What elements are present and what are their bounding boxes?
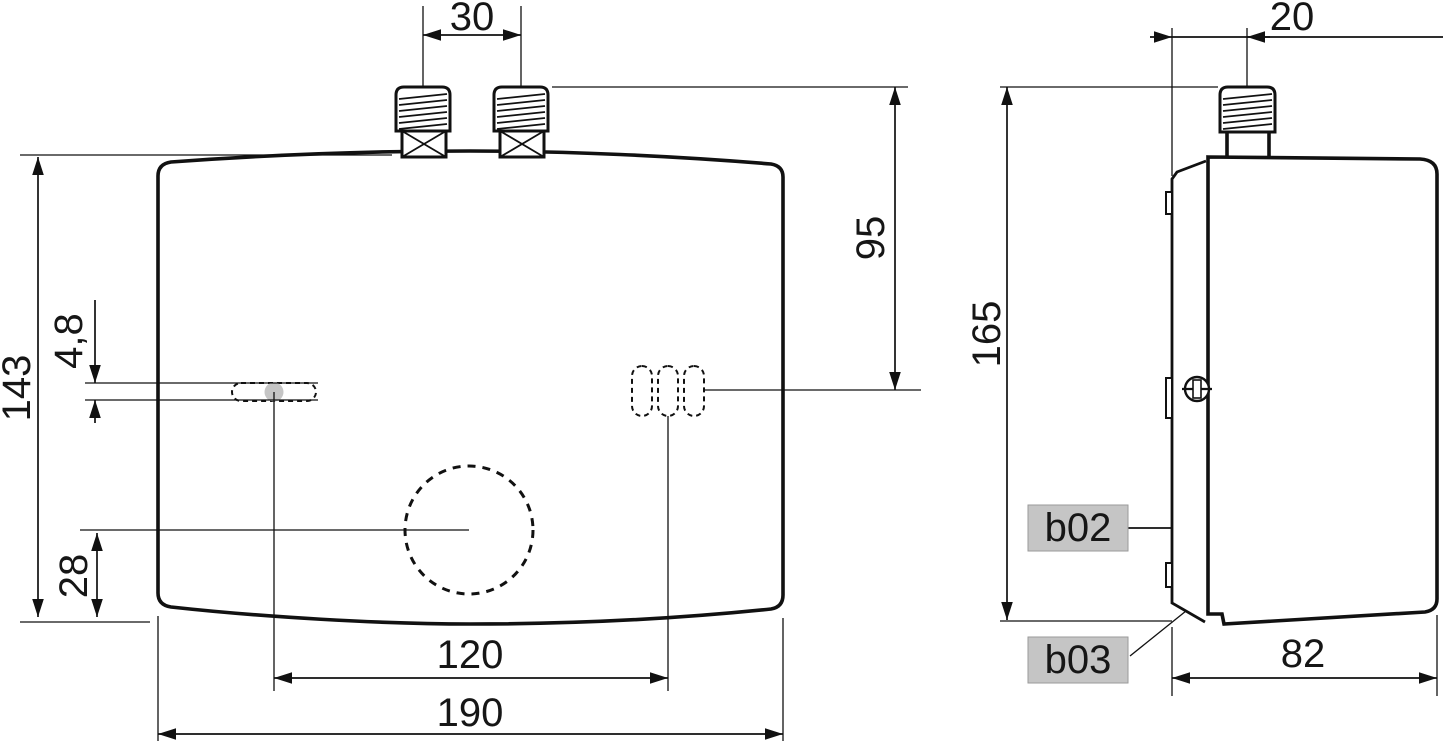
dimension-slot-height: 4,8 xyxy=(47,300,318,423)
dim-label-depth: 82 xyxy=(1281,632,1326,676)
dimension-body-height: 143 xyxy=(0,154,392,623)
dimension-slot-spacing: 120 xyxy=(274,633,668,684)
dim-label-body-height: 143 xyxy=(0,355,39,422)
front-body-outline xyxy=(156,149,785,626)
dimension-total-height: 165 xyxy=(965,86,1218,622)
dimension-body-width: 190 xyxy=(157,616,784,741)
callout-b02: b02 xyxy=(1027,504,1172,552)
side-pipe-threads xyxy=(1222,93,1273,130)
dim-label-top-to-slots: 95 xyxy=(849,216,893,261)
back-plate-clip-top xyxy=(1165,191,1173,215)
dim-label-slot-height: 4,8 xyxy=(47,313,91,369)
dim-label-pipe-spacing: 30 xyxy=(450,0,495,39)
callout-b02-box xyxy=(1027,504,1129,552)
dimension-knob-to-bottom: 28 xyxy=(52,533,103,617)
dim-label-body-width: 190 xyxy=(437,691,504,735)
right-pipe-connection xyxy=(492,85,550,159)
right-mounting-slots xyxy=(631,365,705,417)
callout-b03-label: b03 xyxy=(1045,638,1112,682)
callout-b03: b03 xyxy=(1027,610,1187,684)
back-plate-clip-middle xyxy=(1165,377,1173,419)
back-plate-clip-bottom xyxy=(1165,562,1173,588)
mounting-screw-icon xyxy=(1182,375,1212,403)
dim-label-knob-to-bottom: 28 xyxy=(52,554,96,599)
dimension-pipe-spacing: 30 xyxy=(423,0,521,41)
left-pipe-connection xyxy=(394,85,452,159)
left-pipe-threads xyxy=(398,93,448,130)
side-back-plate xyxy=(1170,159,1207,624)
right-pipe-threads xyxy=(496,93,546,130)
callout-b03-box xyxy=(1027,636,1129,684)
dim-label-pipe-offset: 20 xyxy=(1270,0,1315,39)
callout-b02-label: b02 xyxy=(1045,506,1112,550)
front-view: 30 95 143 4,8 28 xyxy=(0,0,921,741)
dimension-depth: 82 xyxy=(1171,615,1438,696)
dimension-top-to-slots: 95 xyxy=(552,86,908,390)
dim-label-total-height: 165 xyxy=(965,301,1009,368)
side-body-outline xyxy=(1206,155,1439,626)
right-mounting-hole xyxy=(657,365,679,417)
side-pipe-connection xyxy=(1218,85,1277,157)
dimension-pipe-offset: 20 xyxy=(1150,0,1443,176)
dim-label-slot-spacing: 120 xyxy=(437,633,504,677)
side-view: 20 165 82 b02 b03 xyxy=(965,0,1443,696)
